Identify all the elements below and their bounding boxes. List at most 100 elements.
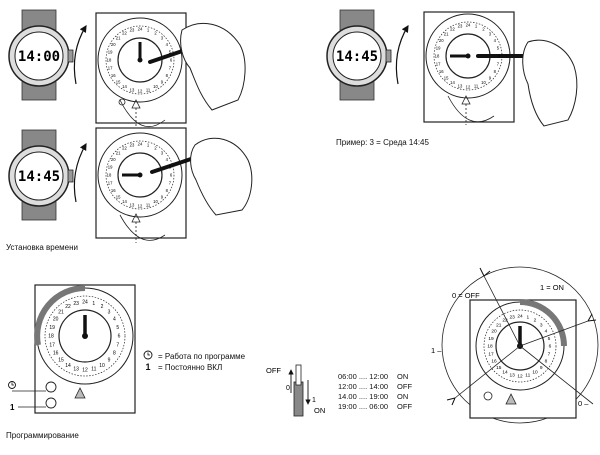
dial-numeral: 24 xyxy=(138,141,143,146)
dial-numeral: 6 xyxy=(118,334,121,340)
legend-always-on: 1 = Постоянно ВКЛ xyxy=(142,362,222,372)
dial-numeral: 24 xyxy=(138,26,143,31)
dial-numeral: 22 xyxy=(502,318,508,324)
hand-with-pen-1 xyxy=(148,22,246,111)
dial-numeral: 15 xyxy=(116,79,121,84)
dial-numeral: 20 xyxy=(53,317,59,323)
watch-2-time: 14:45 xyxy=(18,169,60,185)
dial-numeral: 19 xyxy=(436,45,441,50)
dial-numeral: 2 xyxy=(534,318,537,324)
dial-numeral: 16 xyxy=(111,188,116,193)
segment-zero-off: 0 = OFF xyxy=(452,291,480,300)
dial-numeral: 13 xyxy=(458,83,463,88)
hand-with-pen-2 xyxy=(150,137,253,216)
legend-program-text: = Работа по программе xyxy=(158,351,246,361)
schedule-row: 06:00 .... 12:00 ON xyxy=(338,372,415,382)
dial-numeral: 9 xyxy=(489,75,492,80)
switch-pos-0: 0 xyxy=(286,385,290,392)
dial-numeral: 5 xyxy=(548,336,551,342)
dial-numeral: 16 xyxy=(111,73,116,78)
legend-program: = Работа по программе xyxy=(142,350,245,362)
dial-numeral: 21 xyxy=(444,32,449,37)
dial-numeral: 22 xyxy=(122,31,127,36)
dial-numeral: 19 xyxy=(108,164,113,169)
switch-pos-1: 1 xyxy=(312,397,316,404)
wristwatch-2 xyxy=(8,129,74,221)
schedule-time: 06:00 .... 12:00 xyxy=(338,372,389,381)
dial-numeral: 4 xyxy=(545,329,548,335)
dial-numeral: 12 xyxy=(466,84,471,89)
legend-always-on-symbol: 1 xyxy=(145,362,151,372)
dial-numeral: 6 xyxy=(170,57,173,62)
dial-numeral: 15 xyxy=(496,365,502,371)
dial-numeral: 6 xyxy=(170,172,173,177)
hand-with-pen-3 xyxy=(476,39,578,127)
dial-numeral: 4 xyxy=(113,317,116,323)
dial-numeral: 10 xyxy=(532,370,538,376)
on-position-label: 1 xyxy=(10,403,15,412)
dial-numeral: 12 xyxy=(138,88,143,93)
switch-off-label: OFF xyxy=(266,366,281,375)
dial-numeral: 23 xyxy=(130,143,135,148)
segment-one-dash: 1 – xyxy=(431,346,442,355)
dial-numeral: 20 xyxy=(439,38,444,43)
dial-numeral: 3 xyxy=(108,310,111,316)
watch-1-time: 14:00 xyxy=(18,49,60,65)
dial-numeral: 8 xyxy=(166,73,169,78)
clock-icon xyxy=(8,381,16,389)
dial-numeral: 18 xyxy=(48,334,54,340)
dial-numeral: 9 xyxy=(108,358,111,364)
dial-numeral: 5 xyxy=(116,325,119,331)
dial-numeral: 16 xyxy=(491,359,497,365)
segment-one-on: 1 = ON xyxy=(540,283,564,292)
schedule-time: 19:00 .... 06:00 xyxy=(338,402,389,411)
arrow-1 xyxy=(73,24,87,85)
dial-numeral: 1 xyxy=(92,301,95,307)
dial-numeral: 15 xyxy=(444,75,449,80)
dial-numeral: 11 xyxy=(474,83,479,88)
timer-dial-3 xyxy=(423,11,515,125)
switch-on-label: ON xyxy=(314,406,325,415)
dial-numeral: 8 xyxy=(545,359,548,365)
arrow-3 xyxy=(395,24,409,85)
arrow-2 xyxy=(73,142,87,203)
dial-numeral: 16 xyxy=(53,351,59,357)
dial-numeral: 10 xyxy=(99,363,105,369)
dial-numeral: 4 xyxy=(166,42,169,47)
dial-numeral: 23 xyxy=(130,28,135,33)
timer-dial-program xyxy=(12,284,136,414)
dial-numeral: 12 xyxy=(517,374,523,380)
dial-numeral: 5 xyxy=(497,45,500,50)
dial-numeral: 9 xyxy=(161,194,164,199)
dial-numeral: 3 xyxy=(540,322,543,328)
caption-setting-time: Установка времени xyxy=(6,243,79,252)
dial-numeral: 9 xyxy=(540,365,543,371)
dial-numeral: 4 xyxy=(494,38,497,43)
dial-numeral: 1 xyxy=(526,315,529,321)
schedule-state: OFF xyxy=(397,382,413,391)
dial-numeral: 8 xyxy=(494,69,497,74)
dial-numeral: 10 xyxy=(481,80,486,85)
dial-numeral: 11 xyxy=(146,87,151,92)
dial-numeral: 18 xyxy=(107,57,112,62)
dial-numeral: 21 xyxy=(116,151,121,156)
schedule-state: OFF xyxy=(397,402,413,411)
dial-numeral: 16 xyxy=(439,69,444,74)
dial-numeral: 3 xyxy=(161,151,164,156)
dial-numeral: 13 xyxy=(73,367,79,373)
dial-numeral: 9 xyxy=(161,79,164,84)
dial-numeral: 2 xyxy=(101,304,104,310)
dial-numeral: 18 xyxy=(107,172,112,177)
dial-numeral: 2 xyxy=(154,31,157,36)
dial-numeral: 10 xyxy=(153,199,158,204)
dial-numeral: 14 xyxy=(502,370,508,376)
dial-numeral: 14 xyxy=(122,84,127,89)
schedule-state: ON xyxy=(397,372,409,381)
dial-numeral: 21 xyxy=(496,322,502,328)
clock-icon xyxy=(142,350,154,362)
switch-diagram xyxy=(288,364,311,417)
dial-numeral: 17 xyxy=(488,351,494,357)
